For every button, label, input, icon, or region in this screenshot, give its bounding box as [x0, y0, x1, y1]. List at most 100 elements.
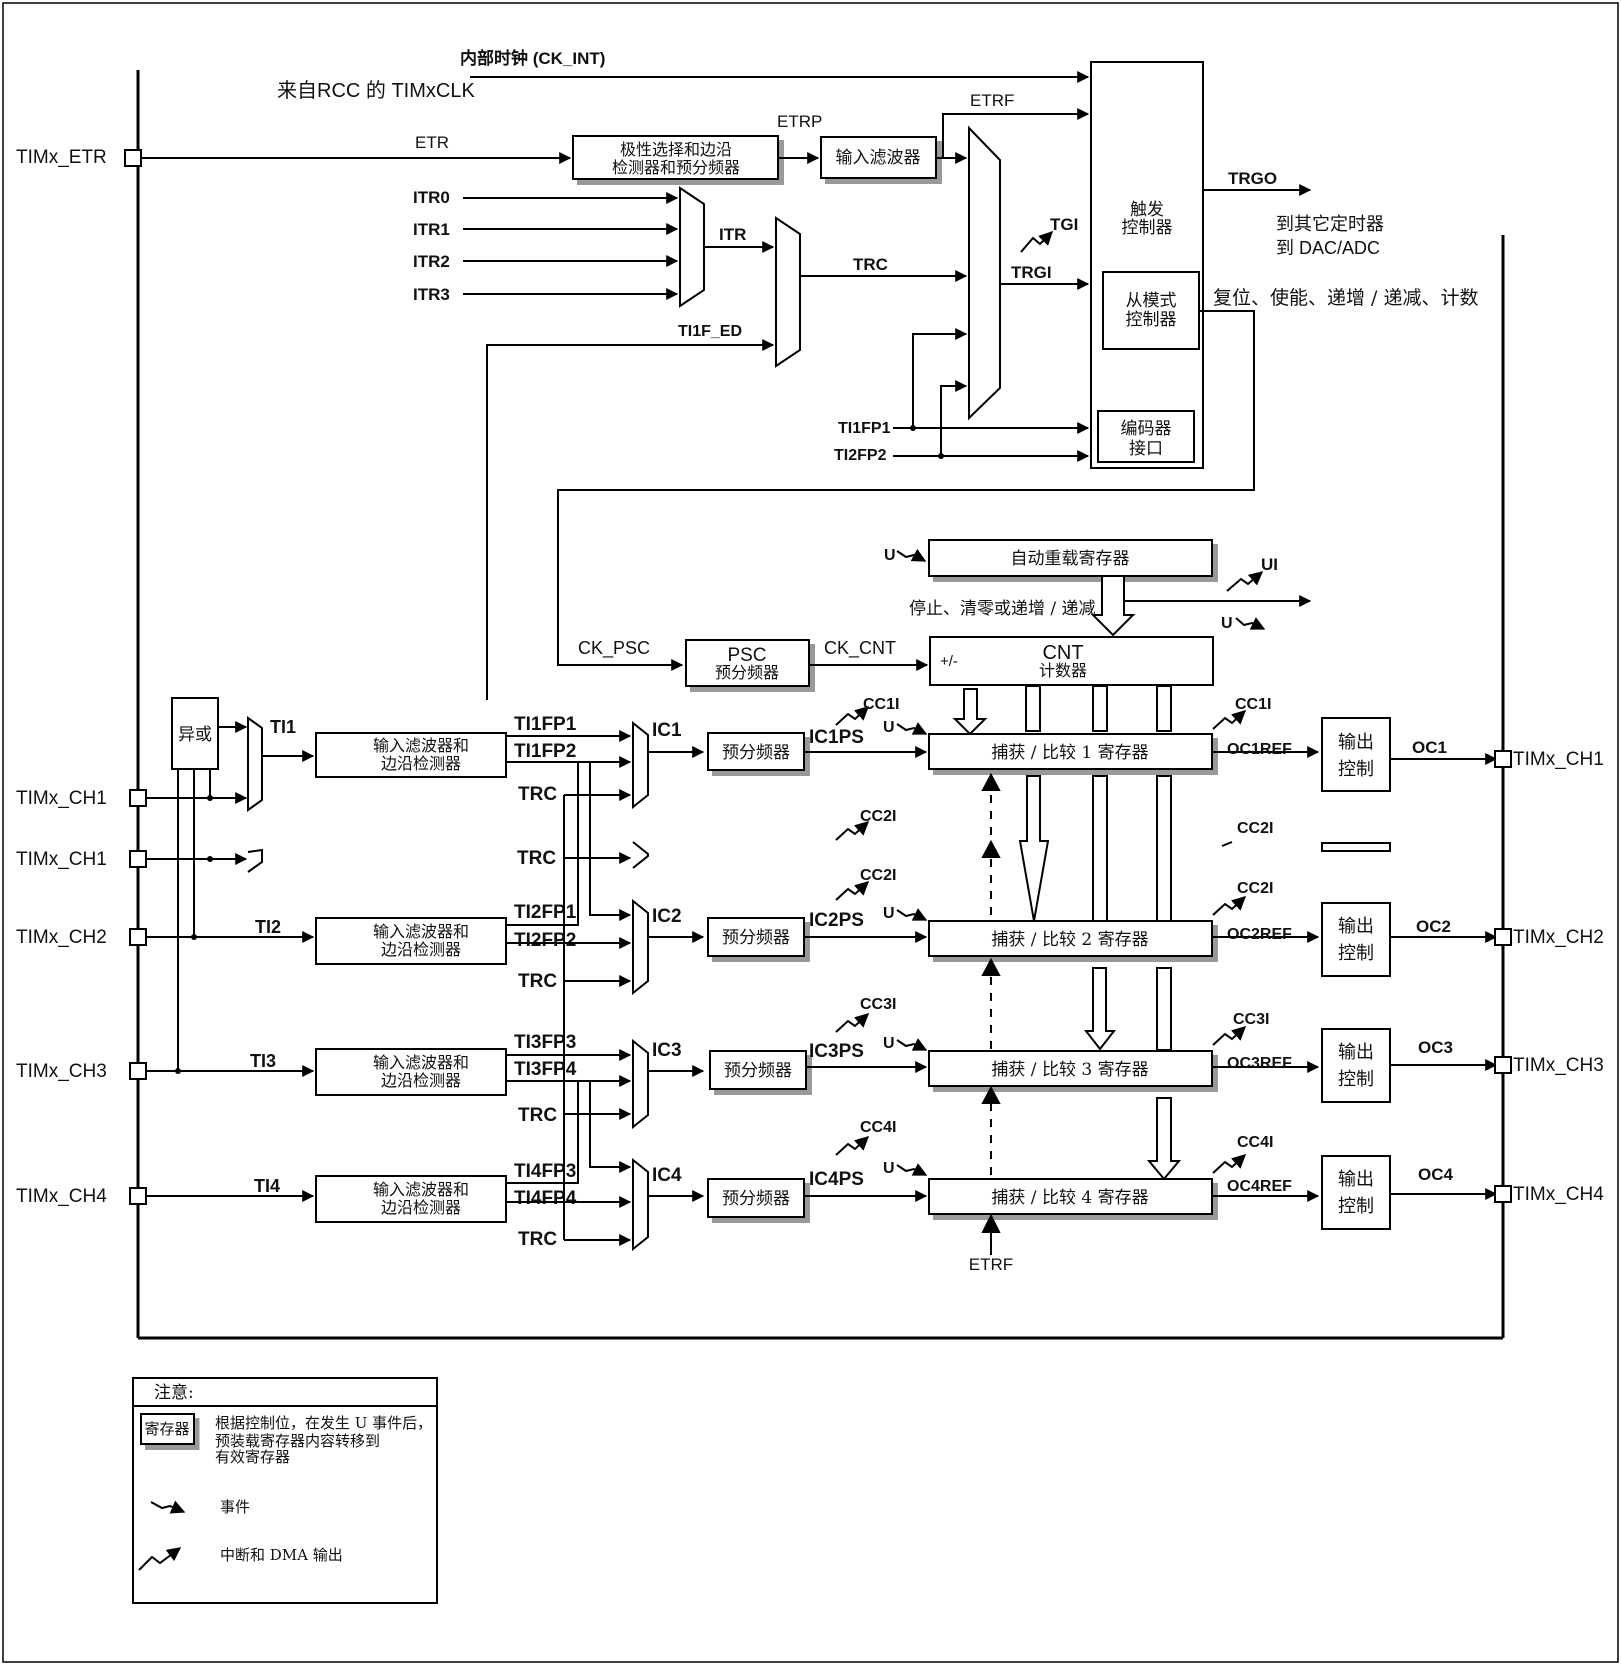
register-desc-line2: 预装载寄存器内容转移到 [215, 1432, 380, 1450]
u-out-event-icon [1235, 617, 1266, 630]
cnt-line1: CNT [1042, 642, 1083, 664]
ccr2-label: 捕获 / 比较 2 寄存器 [991, 930, 1148, 950]
ch1-cci-out-label: CC1I [1235, 696, 1271, 713]
ccr3-label: 捕获 / 比较 3 寄存器 [991, 1060, 1148, 1080]
cnt-line2: 计数器 [1039, 661, 1087, 680]
ch1-output-line1: 输出 [1338, 732, 1374, 753]
ch1a-pin[interactable] [129, 789, 147, 807]
controller-section: 触发 控制器 从模式 控制器 编码器 接口 TRGO 到其它定时器 到 DAC/… [557, 61, 1478, 671]
trc-mux [775, 216, 801, 368]
etr-input-filter-box [820, 136, 937, 179]
itr2-label: ITR2 [413, 252, 450, 271]
ch1-output-ctrl-box [1321, 717, 1391, 792]
ch1-filter-box [315, 732, 507, 778]
ti3-label: TI3 [250, 1051, 276, 1071]
slave-controller-line1: 从模式 [1126, 291, 1177, 311]
register-desc-line1: 根据控制位，在发生 U 事件后， [215, 1414, 432, 1432]
ch4-u-label: U [883, 1160, 895, 1177]
counter-section: 自动重载寄存器 U 停止、清零或递增 / 递减 UI U CK_PSC PSC … [578, 539, 1312, 687]
ghost-cc2i-label-a: CC2I [860, 808, 896, 825]
ccr1-box [928, 733, 1213, 770]
ch1-icps-label: IC1PS [809, 727, 864, 748]
ch2-right-pin-label: TIMx_CH2 [1513, 927, 1604, 948]
ti4-label: TI4 [254, 1176, 280, 1196]
ch2-trc-label: TRC [518, 971, 557, 992]
stop-clear-label: 停止、清零或递增 / 递减 [909, 599, 1096, 619]
ch3-ic-label: IC3 [652, 1040, 682, 1061]
trigger-mux-section: TRGI TGI TI1FP1 TI2FP2 [834, 125, 1090, 464]
ghost-bar [1321, 842, 1391, 852]
ti1-label: TI1 [270, 717, 296, 737]
slave-ck-psc-wire [557, 310, 1255, 671]
cnt-to-ccr-arrows [952, 685, 1182, 1181]
ch4-oc-label: OC4 [1418, 1165, 1454, 1184]
ch2-ocref-label: OC2REF [1227, 926, 1292, 943]
ccr2-box [928, 920, 1213, 957]
ch1b-pin[interactable] [129, 850, 147, 868]
ch4-fpa-label: TI4FP3 [514, 1161, 576, 1182]
ch1-cci-icon [835, 706, 870, 726]
ch4-prescaler-box [707, 1178, 805, 1218]
ch3-oc-label: OC3 [1418, 1038, 1453, 1057]
ch4-output-line2: 控制 [1338, 1196, 1374, 1217]
ch1-cci-out-icon [1212, 710, 1247, 730]
cnt-to-ccr2-arrow [1018, 775, 1050, 922]
ccr4-box [928, 1178, 1213, 1215]
interrupt-icon [138, 1547, 182, 1571]
notes-legend: 注意: 寄存器 根据控制位，在发生 U 事件后， 预装载寄存器内容转移到 有效寄… [132, 1377, 438, 1604]
ch3-right-pin[interactable] [1494, 1056, 1512, 1074]
timer-enclosure [136, 70, 1505, 1340]
notes-box [132, 1377, 438, 1604]
ch2-output-ctrl-box [1321, 902, 1391, 977]
ch4-filter-line2: 边沿检测器 [381, 1198, 461, 1217]
xor-label: 异或 [178, 725, 212, 745]
ti2-label: TI2 [255, 917, 281, 937]
ghost-row: TRC CC2I CC2I CC2I [517, 808, 1391, 901]
ch4-output-line1: 输出 [1338, 1169, 1374, 1190]
ch4-right-pin-label: TIMx_CH4 [1513, 1184, 1604, 1205]
ccr3-box [928, 1050, 1213, 1087]
ch1-filter-line2: 边沿检测器 [381, 754, 461, 773]
ch1-trc-label: TRC [518, 784, 557, 805]
psc-box [685, 639, 810, 687]
ch1-ic-label: IC1 [652, 720, 682, 741]
ch4-icps-label: IC4PS [809, 1169, 864, 1190]
etrf-label: ETRF [970, 91, 1014, 110]
ck-psc-label: CK_PSC [578, 638, 650, 659]
ch1-right-pin-label: TIMx_CH1 [1513, 749, 1604, 770]
ch3-ic-mux [632, 1038, 649, 1130]
etr-label: ETR [415, 133, 449, 152]
ch1-right-pin[interactable] [1494, 750, 1512, 768]
cnt-to-ccr1-arrow [952, 688, 988, 736]
ch4-cci-out-icon [1212, 1154, 1247, 1174]
ghost-trc-label: TRC [517, 848, 556, 869]
etr-pin-label: TIMx_ETR [16, 147, 107, 168]
ui-event-icon [1226, 571, 1264, 592]
etrf-wire [942, 108, 1090, 158]
trigger-mux [968, 125, 1001, 421]
itr1-label: ITR1 [413, 220, 450, 239]
xor-box [171, 697, 219, 770]
ch3-fpb-label: TI3FP4 [514, 1059, 577, 1080]
register-desc-line3: 有效寄存器 [215, 1448, 290, 1466]
ch3-filter-line1: 输入滤波器和 [373, 1053, 469, 1072]
ch4-prescaler-label: 预分频器 [722, 1189, 790, 1209]
encoder-line1: 编码器 [1121, 419, 1172, 439]
ch1-ocref-label: OC1REF [1227, 741, 1292, 758]
polarity-line2: 检测器和预分频器 [612, 158, 740, 177]
ch1-u-event-icon [896, 722, 928, 735]
ch2-pin[interactable] [129, 928, 147, 946]
ch2-ic-label: IC2 [652, 906, 682, 927]
ch3-ocref-label: OC3REF [1227, 1055, 1292, 1072]
ch4-pin[interactable] [129, 1187, 147, 1205]
ch3-pin[interactable] [129, 1062, 147, 1080]
trigger-controller-line2: 控制器 [1122, 218, 1173, 238]
ch3-cci-out-label: CC3I [1233, 1011, 1269, 1028]
etrf-dashed-arrows [981, 772, 1001, 1255]
ch4-right-pin[interactable] [1494, 1185, 1512, 1203]
psc-line1: PSC [727, 645, 766, 666]
ccr1-label: 捕获 / 比较 1 寄存器 [991, 743, 1148, 763]
etr-pin[interactable] [124, 149, 142, 167]
ch1-prescaler-box [707, 732, 805, 771]
ch2-right-pin[interactable] [1494, 928, 1512, 946]
